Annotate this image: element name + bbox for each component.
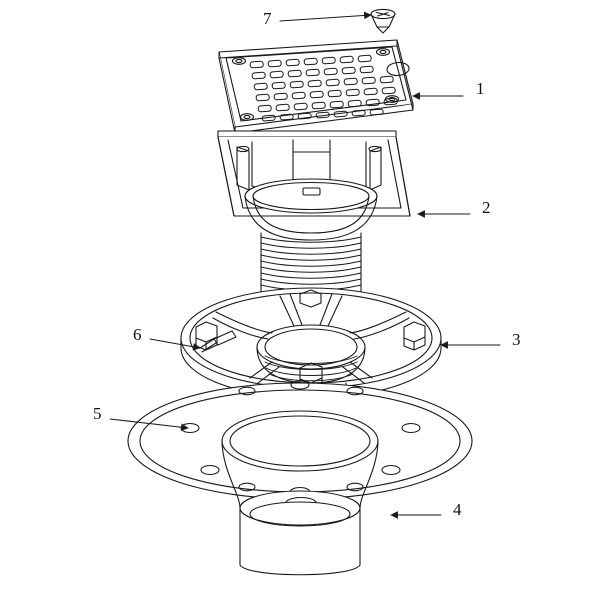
- part-rubber-gasket: [127, 380, 473, 500]
- callout-label-3: 3: [512, 330, 521, 349]
- callout-label-4: 4: [453, 500, 462, 519]
- part-clamping-bolt: [199, 330, 237, 353]
- callout-leaders: [109, 11, 501, 519]
- part-drain-body-collar: [217, 130, 411, 241]
- ring-bolt-rear: [299, 289, 322, 308]
- part-grate-screw: [370, 8, 396, 34]
- leader-7: [279, 11, 372, 22]
- part-clamping-ring-flange: [180, 287, 442, 411]
- callout-label-6: 6: [133, 325, 142, 344]
- ring-bolt-right: [403, 321, 426, 351]
- callout-label-5: 5: [93, 404, 102, 423]
- callout-label-1: 1: [476, 79, 485, 98]
- part-drain-base-outlet: [221, 439, 379, 576]
- callout-label-2: 2: [482, 198, 491, 217]
- callout-label-7: 7: [263, 9, 272, 28]
- leader-6: [149, 338, 201, 351]
- part-threaded-riser: [260, 232, 362, 294]
- leader-5: [109, 418, 189, 432]
- part-square-grate-cover: [218, 39, 414, 134]
